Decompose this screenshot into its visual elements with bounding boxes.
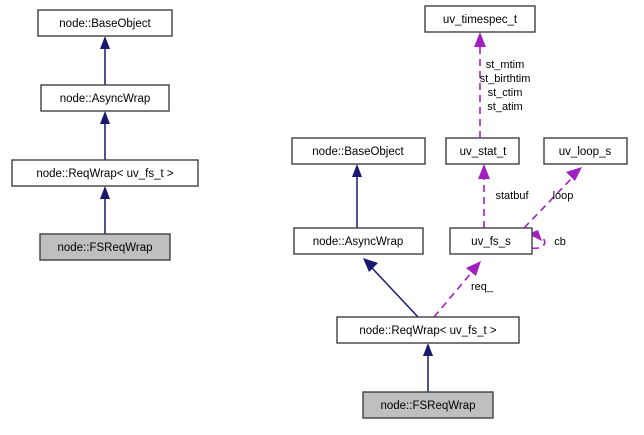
edge-label-st-mtim: st_mtim	[486, 59, 525, 71]
node-label: node::FSReqWrap	[380, 400, 475, 412]
node-label: node::BaseObject	[312, 146, 404, 158]
inheritance-edge-asyncwrap-to-baseobject	[100, 36, 110, 85]
node-label: node::AsyncWrap	[313, 236, 404, 248]
node-async-wrap-left[interactable]: node::AsyncWrap	[40, 84, 170, 112]
edge-label-st-birthtim: st_birthtim	[480, 73, 531, 85]
edge-label-statbuf: statbuf	[495, 190, 529, 202]
node-label: uv_stat_t	[460, 146, 507, 158]
inheritance-edge-fsreqwrap-to-reqwrap-right	[423, 343, 433, 392]
node-req-wrap-left[interactable]: node::ReqWrap< uv_fs_t >	[11, 159, 199, 187]
inheritance-edge-fsreqwrap-to-reqwrap	[100, 186, 110, 234]
usage-edge-statt-to-timespec: st_mtim st_birthtim st_ctim st_atim	[474, 32, 530, 138]
node-label: uv_loop_s	[559, 146, 612, 158]
node-uv-timespec-t[interactable]: uv_timespec_t	[424, 5, 536, 33]
inheritance-edge-asyncwrap-to-baseobject-right	[352, 164, 362, 228]
edge-label-cb: cb	[554, 236, 566, 248]
node-label: uv_timespec_t	[443, 14, 518, 26]
inheritance-edge-reqwrap-to-asyncwrap-right	[363, 258, 419, 318]
usage-edge-reqwrap-to-fss: req_	[433, 261, 494, 318]
node-uv-fs-s[interactable]: uv_fs_s	[449, 227, 533, 255]
node-label: uv_fs_s	[471, 236, 511, 248]
edge-label-loop: loop	[553, 190, 574, 202]
node-uv-loop-s[interactable]: uv_loop_s	[543, 137, 628, 165]
edge-label-st-ctim: st_ctim	[488, 87, 523, 99]
node-base-object-right[interactable]: node::BaseObject	[291, 137, 426, 165]
node-uv-stat-t[interactable]: uv_stat_t	[445, 137, 520, 165]
node-label: node::ReqWrap< uv_fs_t >	[359, 325, 497, 337]
usage-edge-fss-self-cb: cb	[528, 230, 566, 250]
node-req-wrap-right[interactable]: node::ReqWrap< uv_fs_t >	[336, 316, 520, 344]
node-label: node::ReqWrap< uv_fs_t >	[36, 168, 174, 180]
node-fs-req-wrap-right[interactable]: node::FSReqWrap	[362, 391, 494, 419]
usage-edge-fss-to-statt: statbuf	[478, 164, 529, 228]
node-fs-req-wrap-left[interactable]: node::FSReqWrap	[39, 233, 171, 261]
node-base-object-left[interactable]: node::BaseObject	[37, 9, 173, 37]
usage-edge-fss-to-loops: loop	[523, 167, 582, 229]
inheritance-edge-reqwrap-to-asyncwrap	[100, 111, 110, 160]
node-label: node::BaseObject	[59, 18, 151, 30]
node-label: node::FSReqWrap	[57, 242, 152, 254]
edge-label-req: req_	[471, 281, 494, 293]
node-label: node::AsyncWrap	[60, 93, 151, 105]
edge-label-st-atim: st_atim	[487, 101, 522, 113]
node-async-wrap-right[interactable]: node::AsyncWrap	[293, 227, 424, 255]
